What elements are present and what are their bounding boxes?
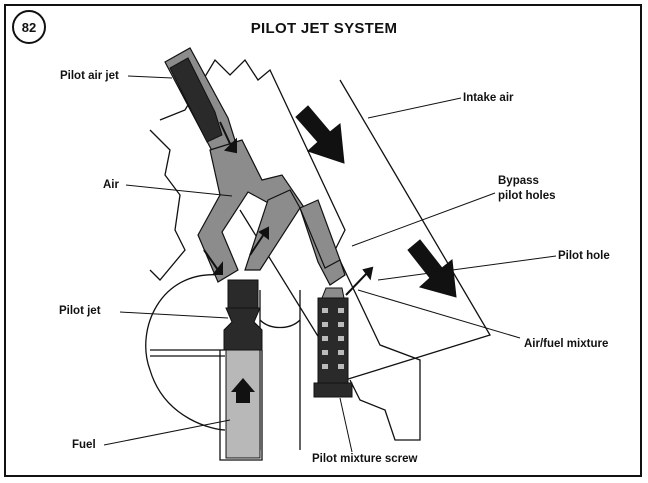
label-pilot-jet: Pilot jet — [59, 305, 101, 317]
inner-body-line2 — [259, 319, 301, 329]
leader-air — [125, 184, 233, 197]
figure-title: PILOT JET SYSTEM — [250, 20, 398, 37]
pilot-air-jet-dark — [169, 57, 223, 143]
leader-fuel — [103, 419, 231, 446]
carb-body-outline — [159, 58, 421, 441]
pilot-mixture-screw-head — [313, 382, 353, 398]
label-bypass-line2: pilot holes — [498, 190, 556, 202]
leader-pilot-mixture-screw — [339, 397, 353, 453]
label-bypass-line1: Bypass — [498, 175, 539, 187]
leader-pilot-air-jet — [127, 75, 173, 79]
flow-arrow-pilot-hole — [345, 271, 369, 296]
leader-bypass — [351, 192, 496, 247]
leader-intake-air — [367, 97, 462, 119]
label-air-fuel-mixture: Air/fuel mixture — [524, 338, 609, 350]
flow-arrow-branch-up — [249, 233, 265, 256]
figure-frame — [4, 4, 642, 477]
intake-air-arrow-1 — [295, 105, 345, 164]
label-fuel: Fuel — [72, 439, 96, 451]
fuel-column — [225, 349, 261, 459]
jet-well-outline — [219, 350, 263, 461]
leader-pilot-hole — [377, 255, 557, 281]
flow-arrow-air-jet — [219, 121, 233, 149]
intake-air-arrow-2 — [407, 239, 457, 298]
flow-arrow-left-down — [203, 249, 219, 271]
leader-air-fuel-mixture — [357, 289, 521, 339]
leader-pilot-jet — [119, 311, 229, 319]
air-passage-branch — [244, 189, 301, 271]
fuel-up-arrow — [231, 378, 255, 403]
label-pilot-mixture-screw: Pilot mixture screw — [312, 453, 418, 465]
inner-body-line — [259, 290, 301, 450]
label-pilot-air-jet: Pilot air jet — [60, 70, 119, 82]
intake-duct-outline — [239, 79, 491, 381]
label-intake-air: Intake air — [463, 92, 514, 104]
figure-number-badge: 82 — [12, 10, 46, 44]
label-pilot-hole: Pilot hole — [558, 250, 610, 262]
air-passage-to-pilot — [299, 199, 341, 269]
label-air: Air — [103, 179, 119, 191]
pilot-mixture-screw-tip — [321, 287, 345, 299]
pilot-jet-body — [227, 279, 259, 311]
pilot-jet-restriction — [223, 307, 263, 351]
float-bowl-outline — [145, 274, 226, 431]
carb-body-outline-left — [149, 129, 186, 281]
